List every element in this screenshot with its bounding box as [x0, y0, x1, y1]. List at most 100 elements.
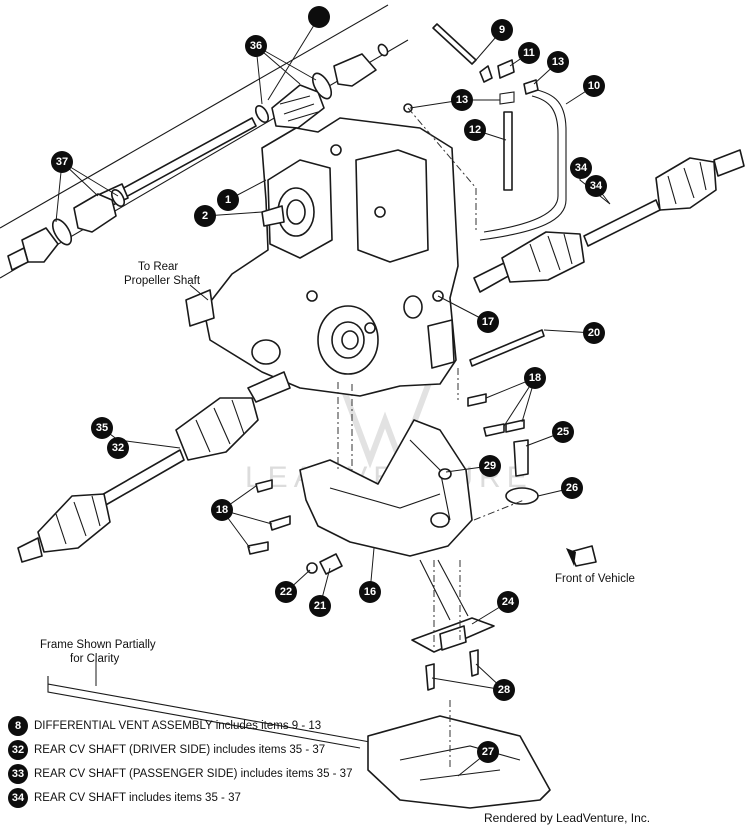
callout-20: 20 [583, 322, 605, 344]
side-cover-boss [427, 319, 455, 369]
cv-stub-outer-right [713, 149, 745, 177]
long-bolt-20 [469, 329, 545, 367]
cv-boot-outer-left [37, 493, 111, 553]
mount-bracket-group [247, 329, 545, 575]
legend-row-33: 33 REAR CV SHAFT (PASSENGER SIDE) includ… [8, 763, 528, 785]
housing-port [403, 295, 423, 319]
washer-26 [505, 487, 539, 505]
cv-boot-inboard [271, 84, 325, 129]
callout-35: 36 [245, 35, 267, 57]
svg-text:2: 2 [202, 210, 208, 222]
axle-shaft-left [99, 449, 185, 507]
callout-10: 10 [583, 75, 605, 97]
to-rear-label-2: Propeller Shaft [124, 275, 201, 287]
boot-ribs-inboard [279, 95, 319, 122]
callout-13-right: 13 [547, 51, 569, 73]
svg-text:34: 34 [575, 162, 588, 174]
text-labels: To Rear Propeller Shaft Front of Vehicle… [40, 261, 635, 665]
callout-16: 16 [359, 581, 381, 603]
nut-29 [438, 468, 452, 480]
callout-18-lower: 18 [211, 499, 233, 521]
svg-text:16: 16 [364, 586, 376, 598]
legend-badge-32: 32 [8, 740, 28, 760]
clamp-large-outboard [51, 218, 73, 246]
dash-vent [407, 107, 477, 232]
clamp-small-inboard [254, 105, 270, 123]
frame-note-line-2: for Clarity [70, 653, 119, 665]
callout-1: 1 [217, 189, 239, 211]
boot-ribs-outer-left [55, 495, 101, 545]
vent-fitting-lower [499, 91, 515, 105]
frame-upright [419, 559, 469, 621]
bolt-4 [364, 322, 376, 334]
boot-ribs-outer-right [667, 161, 707, 205]
to-rear-label-1: To Rear [138, 261, 178, 273]
legend-badge-33: 33 [8, 764, 28, 784]
vent-hose-long [479, 87, 567, 241]
svg-text:13: 13 [456, 94, 468, 106]
callout-2: 2 [194, 205, 216, 227]
mount-studs-28 [425, 649, 479, 691]
cv-stub-inner-left [247, 371, 291, 403]
svg-text:18: 18 [216, 504, 228, 516]
bolts-upper-18 [467, 393, 525, 437]
svg-text:11: 11 [523, 47, 535, 59]
vent-fitting-small [479, 65, 493, 83]
callout-12: 12 [464, 119, 486, 141]
svg-text:35: 35 [96, 422, 108, 434]
cv-boot-inner-left [175, 397, 259, 461]
cv-stub-outer-left [17, 537, 43, 563]
kit-legend: 8 DIFFERENTIAL VENT ASSEMBLY includes it… [8, 715, 528, 811]
svg-text:29: 29 [484, 460, 496, 472]
output-flange-center [341, 330, 359, 350]
callout-25: 25 [552, 421, 574, 443]
dash-mount-left [337, 382, 353, 470]
callout-17: 17 [477, 311, 499, 333]
front-direction-arrow [566, 545, 597, 567]
callout-34-right: 34 [570, 157, 592, 179]
svg-text:25: 25 [557, 426, 569, 438]
callout-29: 29 [479, 455, 501, 477]
boot-ribs-inner-left [195, 399, 245, 453]
svg-text:10: 10 [588, 80, 600, 92]
callout-18-upper: 18 [524, 367, 546, 389]
alignment-lines [337, 107, 525, 770]
callout-32-left: 32 [107, 437, 129, 459]
svg-text:13: 13 [552, 56, 564, 68]
legend-text-32: REAR CV SHAFT (DRIVER SIDE) includes ite… [34, 744, 326, 756]
callout-21: 21 [309, 595, 331, 617]
cv-shaft-passenger [473, 149, 745, 293]
dash-lower [433, 560, 461, 650]
bolt-3 [306, 290, 318, 302]
clamp-large-inboard [311, 72, 333, 100]
arrow-head [566, 548, 576, 566]
leader-37 [267, 16, 320, 101]
callout-9: 9 [491, 19, 513, 41]
front-of-vehicle-label: Front of Vehicle [555, 573, 635, 585]
cv-boot-outboard [73, 193, 117, 233]
legend-row-8: 8 DIFFERENTIAL VENT ASSEMBLY includes it… [8, 715, 528, 737]
vent-tee-fitting [497, 59, 515, 79]
svg-text:37: 37 [56, 156, 68, 168]
svg-text:27: 27 [482, 746, 494, 758]
bracket-hole [430, 512, 450, 528]
housing-plug [251, 339, 281, 365]
cv-axle-shaft [119, 117, 257, 199]
callout-28: 28 [493, 679, 515, 701]
cv-joint-housing-outboard [21, 227, 59, 263]
frame-note-line-1: Frame Shown Partially [40, 639, 156, 651]
legend-text-8: DIFFERENTIAL VENT ASSEMBLY includes item… [34, 720, 322, 732]
motor-mount-case [355, 149, 429, 263]
svg-text:32: 32 [112, 442, 124, 454]
callout-11: 11 [518, 42, 540, 64]
svg-text:20: 20 [588, 327, 600, 339]
cv-joint-housing-inboard [333, 53, 377, 87]
vent-hose-short [503, 111, 513, 191]
cv-shaft-driver [17, 371, 291, 563]
render-credit: Rendered by LeadVenture, Inc. [484, 811, 651, 825]
transaxle-assembly [185, 103, 459, 397]
svg-text:21: 21 [314, 600, 326, 612]
bolt-25 [513, 439, 529, 477]
svg-text:26: 26 [566, 482, 578, 494]
